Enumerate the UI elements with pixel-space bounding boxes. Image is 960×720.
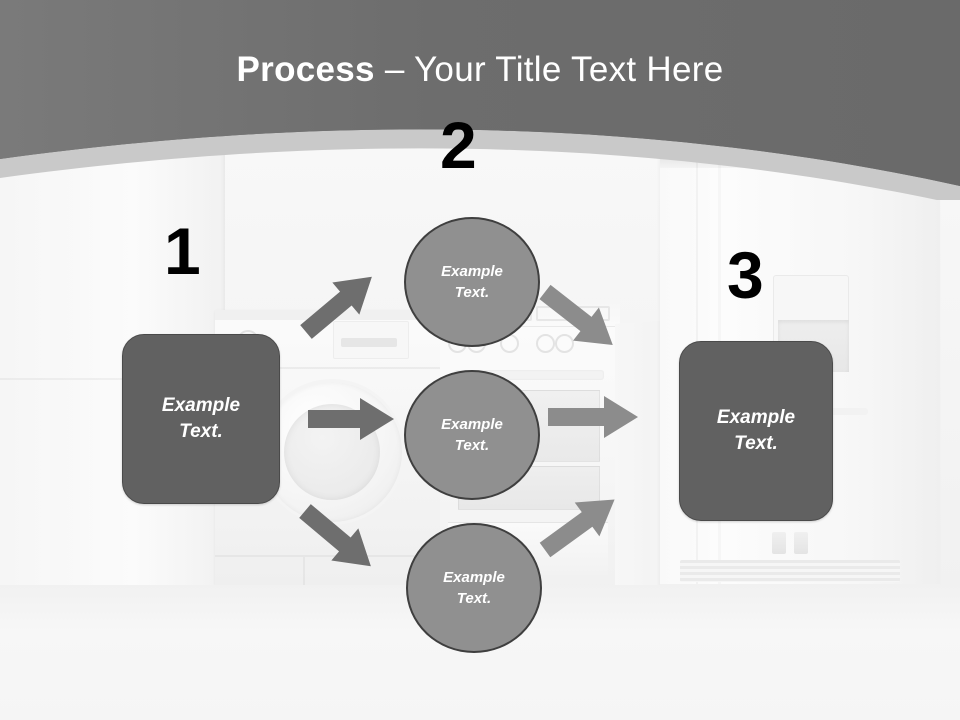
- washer-panel-seam: [215, 367, 440, 369]
- title-separator: –: [374, 50, 414, 89]
- stove-knob-icon: [555, 334, 574, 353]
- circle-bottom-line1: Example: [443, 569, 505, 586]
- process-box-right[interactable]: Example Text.: [679, 341, 833, 521]
- stove-burner-grate: [576, 306, 610, 321]
- page-title: Process – Your Title Text Here: [0, 50, 960, 90]
- title-bold-part: Process: [236, 50, 375, 89]
- washer-door-glass: [284, 404, 380, 500]
- washer-top-strip: [215, 310, 440, 320]
- fridge-vent-grille: [680, 560, 900, 582]
- circle-middle-line2: Text.: [454, 437, 490, 454]
- stove-knob-icon: [536, 334, 555, 353]
- step-number-1: 1: [164, 214, 201, 288]
- process-circle-top[interactable]: Example Text.: [404, 217, 540, 347]
- fridge-leg: [794, 532, 808, 554]
- process-circle-middle[interactable]: Example Text.: [404, 370, 540, 500]
- stove-burner-grate: [536, 306, 574, 321]
- title-light-part: Your Title Text Here: [414, 50, 724, 89]
- box-right-line1: Example: [716, 407, 796, 429]
- step-number-3: 3: [727, 238, 764, 312]
- circle-bottom-text: Example Text.: [435, 567, 513, 609]
- process-circle-bottom[interactable]: Example Text.: [406, 523, 542, 653]
- process-box-left[interactable]: Example Text.: [122, 334, 280, 504]
- box-right-line2: Text.: [734, 433, 778, 454]
- box-left-line2: Text.: [179, 421, 223, 442]
- circle-middle-text: Example Text.: [433, 414, 511, 456]
- washer-base-seam: [215, 555, 440, 557]
- washer-door: [262, 382, 402, 522]
- oven-door-handle: [454, 370, 604, 380]
- circle-bottom-line2: Text.: [456, 590, 492, 607]
- fridge-leg: [772, 532, 786, 554]
- washer-display: [341, 338, 397, 347]
- circle-top-line2: Text.: [454, 284, 490, 301]
- fridge-top-cap: [660, 150, 940, 168]
- circle-top-text: Example Text.: [433, 261, 511, 303]
- box-right-text: Example Text.: [709, 405, 803, 456]
- step-number-2: 2: [440, 108, 477, 182]
- washer-foot-seam: [303, 557, 305, 585]
- box-left-line1: Example: [161, 395, 241, 417]
- box-left-text: Example Text.: [154, 393, 248, 444]
- circle-top-line1: Example: [441, 263, 503, 280]
- circle-middle-line1: Example: [441, 416, 503, 433]
